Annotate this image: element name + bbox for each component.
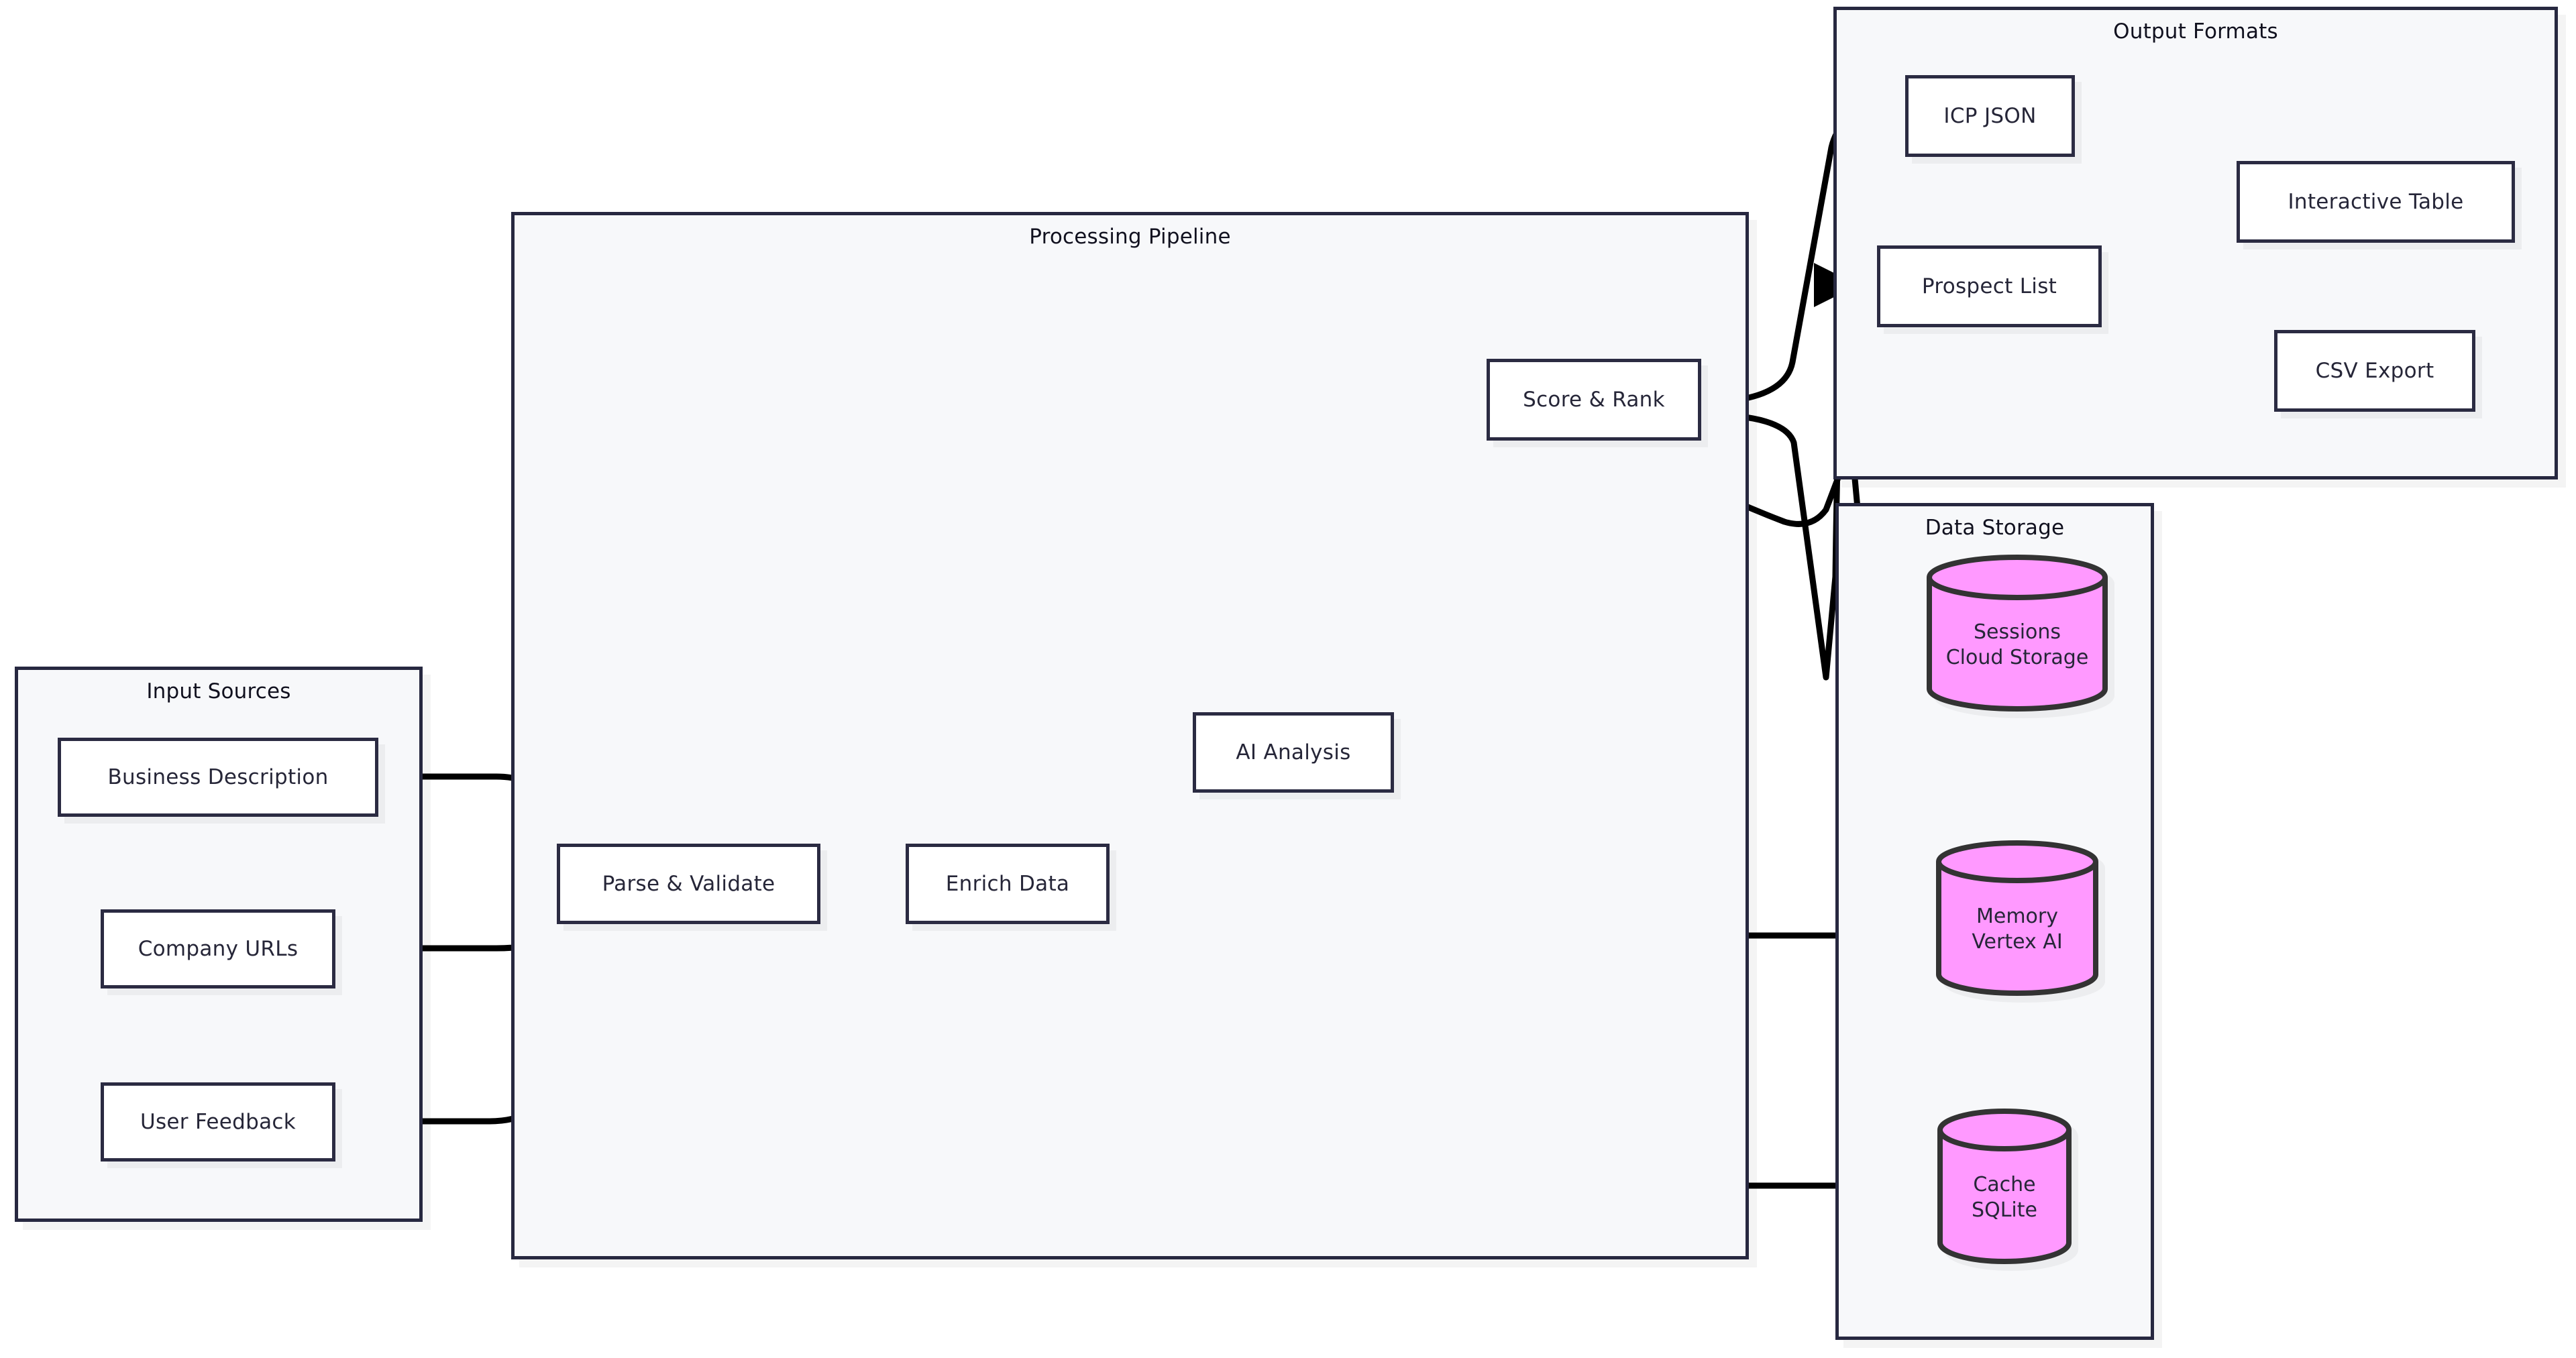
node-interactive-table[interactable]: Interactive Table	[2237, 161, 2515, 243]
node-parse-validate-label: Parse & Validate	[602, 872, 775, 896]
node-ai-analysis-label: AI Analysis	[1236, 740, 1351, 765]
node-csv-export-label: CSV Export	[2315, 359, 2434, 383]
cylinder-shape-cache	[1937, 1109, 2072, 1264]
cluster-data-storage-title: Data Storage	[1925, 516, 2065, 540]
node-ai-analysis[interactable]: AI Analysis	[1193, 712, 1394, 793]
cluster-input-sources-title: Input Sources	[146, 679, 291, 703]
cylinder-shape-sessions	[1927, 555, 2108, 712]
node-score-rank[interactable]: Score & Rank	[1487, 359, 1701, 441]
cluster-output-formats-title: Output Formats	[2113, 19, 2278, 44]
node-company-urls-label: Company URLs	[138, 937, 299, 961]
node-company-urls[interactable]: Company URLs	[101, 909, 335, 988]
node-business-description-label: Business Description	[107, 765, 329, 789]
node-icp-json-label: ICP JSON	[1943, 104, 2037, 128]
node-parse-validate[interactable]: Parse & Validate	[557, 844, 820, 924]
node-interactive-table-label: Interactive Table	[2288, 190, 2464, 214]
node-enrich-data[interactable]: Enrich Data	[906, 844, 1110, 924]
node-icp-json[interactable]: ICP JSON	[1905, 75, 2075, 157]
node-score-rank-label: Score & Rank	[1523, 388, 1665, 412]
node-cache-cylinder[interactable]: Cache SQLite	[1937, 1109, 2072, 1264]
node-user-feedback-label: User Feedback	[140, 1110, 297, 1134]
node-prospect-list[interactable]: Prospect List	[1877, 245, 2102, 327]
node-prospect-list-label: Prospect List	[1921, 274, 2057, 298]
cylinder-shape-memory	[1936, 840, 2098, 996]
node-sessions-cylinder[interactable]: Sessions Cloud Storage	[1927, 555, 2108, 712]
node-business-description[interactable]: Business Description	[58, 738, 378, 817]
cluster-processing-pipeline-title: Processing Pipeline	[1029, 225, 1231, 249]
node-memory-cylinder[interactable]: Memory Vertex AI	[1936, 840, 2098, 996]
node-user-feedback[interactable]: User Feedback	[101, 1082, 335, 1162]
node-csv-export[interactable]: CSV Export	[2274, 330, 2475, 412]
node-enrich-data-label: Enrich Data	[945, 872, 1070, 896]
